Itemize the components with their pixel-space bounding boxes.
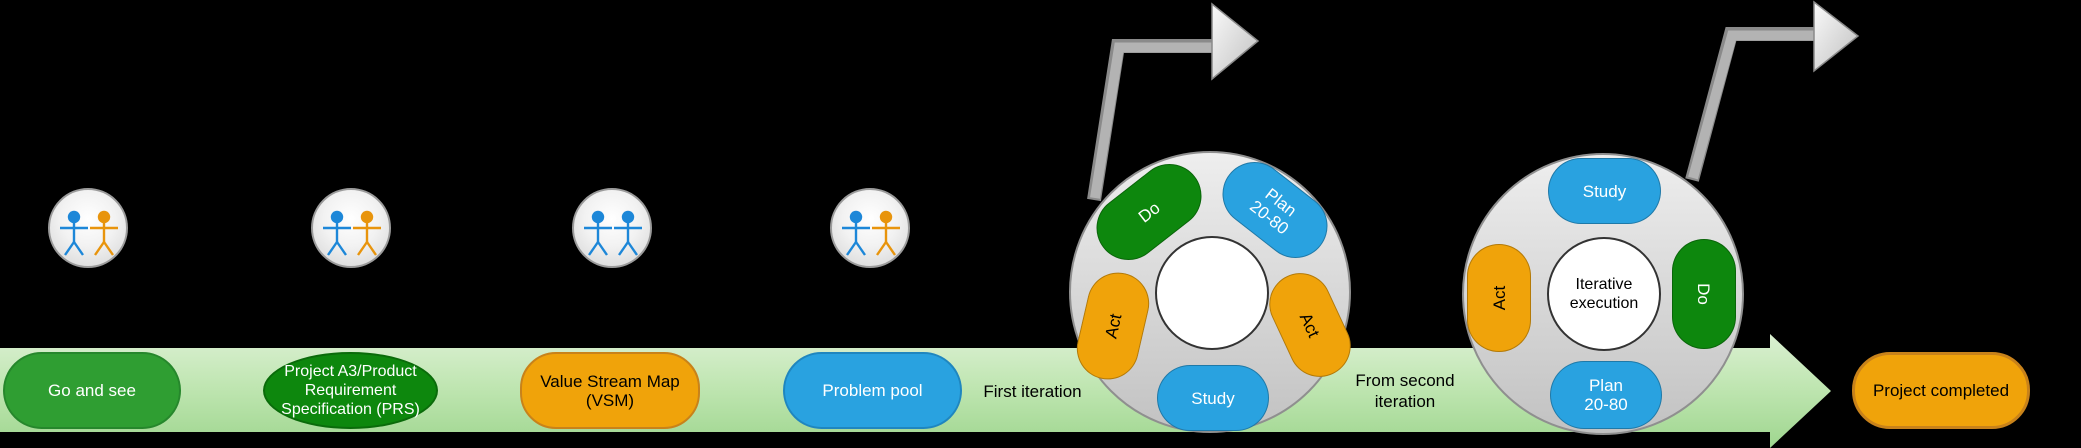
pill-label: Act	[1100, 311, 1126, 341]
step-pill-project-completed: Project completed	[1852, 352, 2030, 429]
wheel-hub-iterative-execution: Iterative execution	[1547, 237, 1661, 351]
step-label: Problem pool	[822, 381, 923, 400]
step-label-line3: Specification (PRS)	[281, 401, 420, 418]
from-second-iteration-label: From second iteration	[1332, 370, 1478, 412]
team-icon-3	[572, 188, 652, 268]
pill-plan-20-80: Plan 20-80	[1550, 361, 1662, 429]
wheel-hub	[1155, 236, 1269, 350]
step-label: Project completed	[1872, 381, 2010, 400]
loop-arrow-1	[1087, 2, 1260, 202]
from-second-line2: iteration	[1374, 392, 1436, 411]
pill-label: Study	[1582, 181, 1627, 201]
pill-do: Do	[1672, 239, 1736, 349]
pill-label: Do	[1134, 197, 1164, 227]
pill-study: Study	[1548, 158, 1661, 224]
people-icon	[842, 210, 900, 256]
pill-act-left: Act	[1070, 266, 1156, 386]
second-pdsa-wheel: Study Act Do Plan 20-80 Iterative execut…	[1462, 153, 1744, 435]
step-label-line1: Project A3/Product	[284, 363, 417, 380]
team-icon-2	[311, 188, 391, 268]
first-iteration-label: First iteration	[983, 382, 1082, 401]
people-icon	[323, 210, 381, 256]
step-pill-go-and-see: Go and see	[3, 352, 181, 429]
hub-label-line2: execution	[1569, 295, 1639, 312]
pill-label-line2: 20-80	[1584, 395, 1628, 414]
pill-label: Do	[1694, 283, 1714, 305]
step-label-line1: Value Stream Map	[540, 371, 680, 391]
pill-study: Study	[1157, 365, 1269, 431]
step-pill-project-a3-prs: Project A3/Product Requirement Specifica…	[263, 352, 438, 429]
pill-label: Act	[1489, 285, 1509, 311]
step-pill-problem-pool: Problem pool	[783, 352, 962, 429]
step-label-line2: (VSM)	[585, 390, 635, 410]
people-icon	[60, 210, 118, 256]
loop-arrow-2	[1685, 0, 1860, 182]
team-icon-4	[830, 188, 910, 268]
people-icon	[584, 210, 642, 256]
pill-label: Study	[1191, 388, 1235, 408]
hub-label-line1: Iterative	[1575, 276, 1633, 293]
first-pdsa-wheel: Do Plan 20-80 Act Act Study	[1069, 149, 1361, 433]
team-icon-1	[48, 188, 128, 268]
step-pill-value-stream-map: Value Stream Map (VSM)	[520, 352, 700, 429]
pill-label-line1: Plan	[1588, 376, 1623, 395]
pill-label: Act	[1296, 309, 1324, 341]
pill-act: Act	[1467, 244, 1531, 352]
from-second-line1: From second	[1355, 371, 1455, 390]
step-label: Go and see	[48, 381, 136, 400]
step-label-line2: Requirement	[304, 382, 397, 399]
